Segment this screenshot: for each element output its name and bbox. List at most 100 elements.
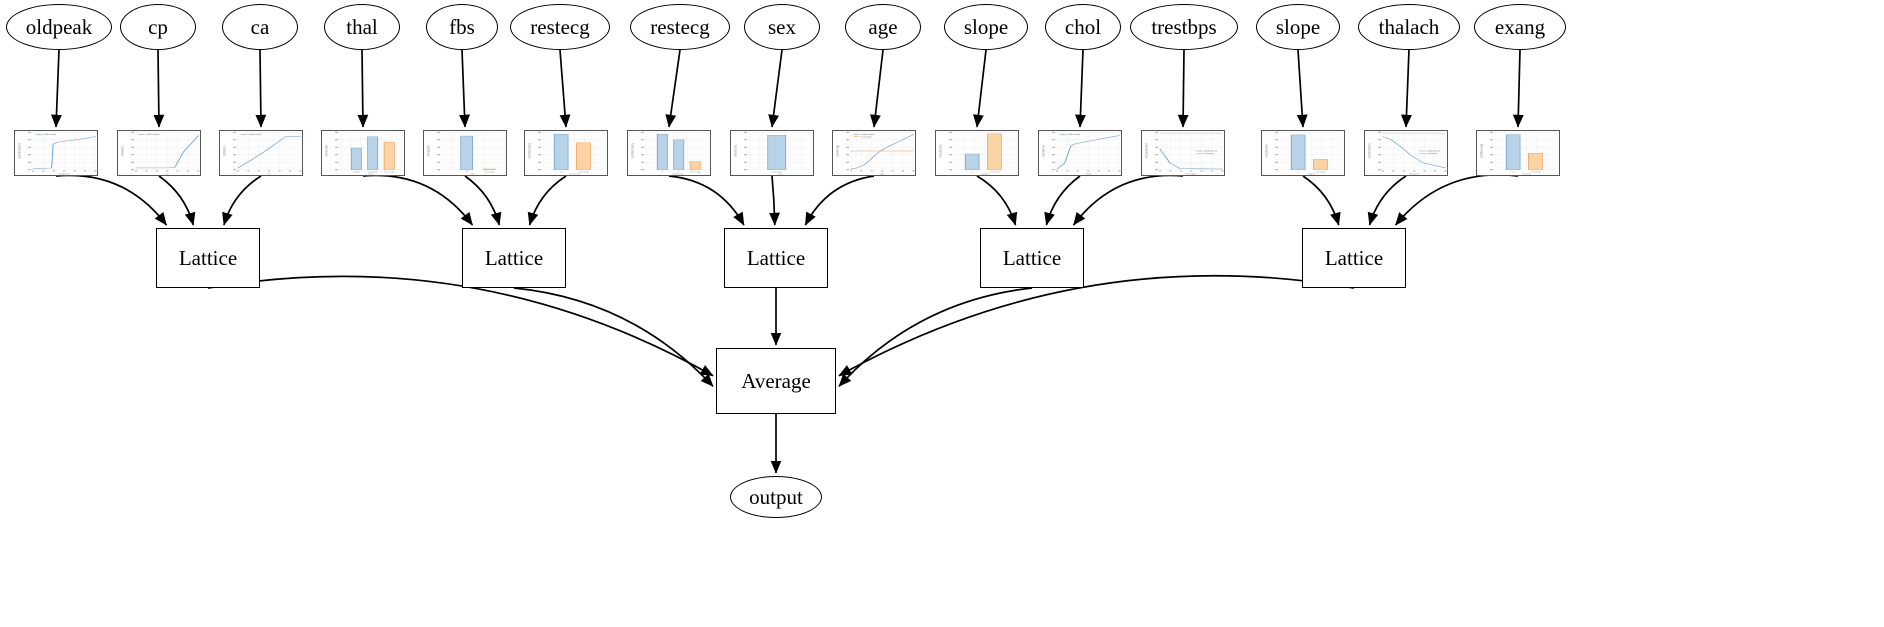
feature-node-label: fbs [449, 14, 475, 39]
svg-text:calibrated sex: calibrated sex [733, 145, 738, 157]
feature-node-label: slope [1275, 14, 1321, 39]
feature-node-exang[interactable]: exang [1474, 4, 1566, 50]
feature-node-label: thal [346, 14, 378, 39]
svg-text:calibrated oldpeak: calibrated oldpeak [17, 143, 22, 159]
svg-text:normal: normal [368, 171, 378, 173]
svg-text:calibrated cp: calibrated cp [120, 145, 125, 156]
feature-node-label: oldpeak [25, 14, 93, 39]
svg-text:calibrated chol: calibrated chol [1041, 145, 1046, 158]
svg-text:missing: missing [578, 171, 589, 173]
svg-text:trestbps: trestbps [1185, 172, 1197, 175]
svg-text:calibrated thal: calibrated thal [324, 145, 329, 157]
feature-node-thalach[interactable]: thalach [1358, 4, 1460, 50]
svg-text:chol: chol [1085, 172, 1092, 175]
lattice-4[interactable]: Lattice [1302, 228, 1406, 288]
feature-node-restecg_a[interactable]: restecg [510, 4, 610, 50]
svg-text:1: 1 [1297, 171, 1299, 173]
feature-node-chol[interactable]: chol [1045, 4, 1121, 50]
svg-text:fixed: fixed [353, 171, 360, 173]
feature-node-fbs[interactable]: fbs [426, 4, 498, 50]
feature-node-label: exang [1494, 14, 1546, 39]
lattice-label: Lattice [1324, 245, 1384, 270]
feature-node-label: ca [250, 14, 270, 39]
lattice-3[interactable]: Lattice [980, 228, 1084, 288]
feature-node-slope_a[interactable]: slope [944, 4, 1028, 50]
feature-node-age[interactable]: age [845, 4, 921, 50]
feature-node-label: cp [148, 14, 168, 39]
svg-text:restecg: restecg [569, 172, 580, 175]
svg-text:slope: slope [1307, 172, 1315, 175]
svg-text:calibrated: calibrated [146, 134, 160, 136]
feature-node-label: sex [768, 14, 796, 39]
feature-node-oldpeak[interactable]: oldpeak [6, 4, 112, 50]
svg-text:0: 0 [466, 171, 468, 173]
svg-text:calibrated ca: calibrated ca [222, 145, 227, 156]
svg-text:restecg: restecg [672, 172, 683, 175]
svg-text:calibrated trestbps: calibrated trestbps [1144, 143, 1149, 159]
svg-text:missing: missing [690, 171, 701, 173]
svg-text:calibrated: calibrated [861, 134, 875, 136]
svg-text:missing: missing [1315, 171, 1326, 173]
svg-text:fbs: fbs [471, 172, 476, 175]
lattice-0[interactable]: Lattice [156, 228, 260, 288]
feature-node-label: restecg [530, 14, 590, 39]
svg-text:1: 1 [971, 171, 973, 173]
svg-text:calibrated restecg: calibrated restecg [630, 143, 635, 158]
svg-text:exang: exang [1522, 173, 1532, 175]
svg-text:calibrated slope: calibrated slope [938, 144, 943, 158]
lattice-1[interactable]: Lattice [462, 228, 566, 288]
svg-text:calibrated: calibrated [1067, 134, 1081, 136]
feature-node-cp[interactable]: cp [120, 4, 196, 50]
output-node[interactable]: output [730, 476, 822, 518]
svg-text:age: age [879, 173, 885, 175]
svg-text:missing: missing [989, 171, 1000, 173]
svg-text:sex: sex [778, 173, 784, 175]
svg-text:calibrated slope: calibrated slope [1264, 144, 1269, 158]
output-node-label: output [749, 484, 803, 509]
feature-node-label: age [868, 14, 898, 39]
feature-node-label: chol [1064, 14, 1102, 39]
svg-text:calibrated fbs: calibrated fbs [426, 145, 431, 157]
svg-text:0: 0 [560, 171, 562, 173]
feature-node-restecg_b[interactable]: restecg [630, 4, 730, 50]
calibrator-plot-chol: calibrated chol calibrated chol [1038, 130, 1122, 176]
svg-text:calibrated: calibrated [248, 134, 262, 136]
average-node[interactable]: Average [716, 348, 836, 414]
svg-text:thalach: thalach [1409, 172, 1420, 175]
lattice-label: Lattice [746, 245, 806, 270]
svg-text:oldpeak: oldpeak [58, 172, 70, 175]
lattice-2[interactable]: Lattice [724, 228, 828, 288]
svg-text:calibrated: calibrated [43, 134, 57, 136]
svg-text:thal: thal [369, 172, 375, 175]
svg-text:0: 0 [662, 171, 664, 173]
feature-node-ca[interactable]: ca [222, 4, 298, 50]
feature-node-thal[interactable]: thal [324, 4, 400, 50]
svg-text:calibrated thalach: calibrated thalach [1367, 143, 1372, 158]
lattice-label: Lattice [484, 245, 544, 270]
svg-text:calibrated restecg: calibrated restecg [527, 143, 532, 158]
svg-text:ca: ca [267, 173, 271, 175]
feature-node-trestbps[interactable]: trestbps [1130, 4, 1238, 50]
svg-text:missing: missing [1426, 153, 1437, 155]
calibrator-plot-thal: calibrated thal fixed normal missing thal [321, 130, 405, 176]
lattice-label: Lattice [178, 245, 238, 270]
svg-text:calibrated: calibrated [1203, 150, 1217, 152]
svg-text:calibrated: calibrated [1426, 150, 1440, 152]
svg-text:missing: missing [1530, 171, 1541, 173]
feature-node-slope_b[interactable]: slope [1256, 4, 1340, 50]
feature-node-label: slope [963, 14, 1009, 39]
svg-text:missing: missing [1203, 153, 1214, 155]
svg-text:slope: slope [981, 172, 989, 175]
feature-node-label: trestbps [1151, 14, 1217, 39]
feature-node-sex[interactable]: sex [744, 4, 820, 50]
svg-text:missing: missing [384, 171, 395, 173]
